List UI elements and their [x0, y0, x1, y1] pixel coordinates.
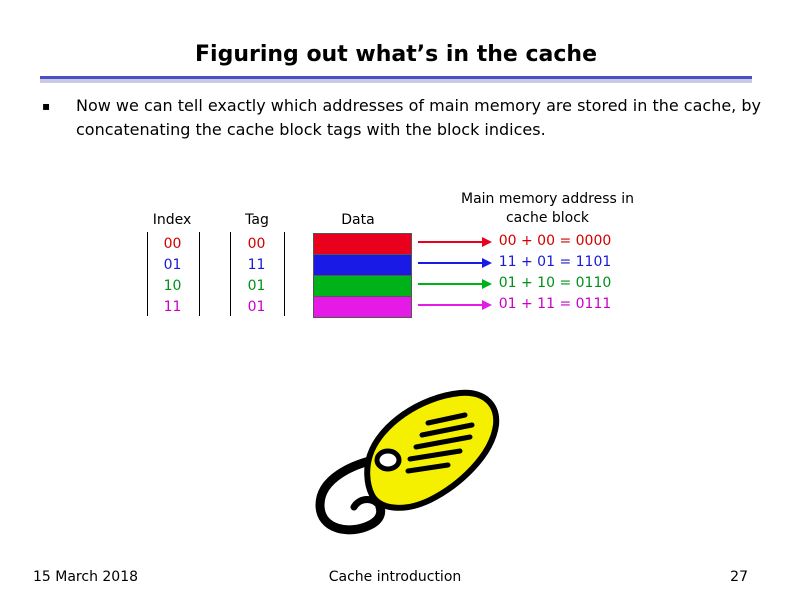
index-cell: 00 — [163, 236, 182, 252]
tag-cell: 01 — [247, 299, 266, 315]
page-number: 27 — [730, 569, 748, 585]
index-header: Index — [152, 212, 192, 228]
footer-topic: Cache introduction — [328, 569, 462, 585]
tag-header: Tag — [245, 212, 269, 228]
index-cell: 11 — [163, 299, 182, 315]
memory-address: 01 + 10 = 0110 — [498, 275, 612, 291]
memory-header: Main memory address in cache block — [460, 191, 635, 226]
index-cell: 10 — [163, 278, 182, 294]
title-divider — [40, 76, 752, 83]
memory-address: 01 + 11 = 0111 — [498, 296, 612, 312]
index-column-frame — [147, 232, 200, 316]
bullet-text: Now we can tell exactly which addresses … — [76, 96, 761, 139]
data-block — [313, 296, 412, 318]
memory-address: 11 + 01 = 1101 — [498, 254, 612, 270]
footer-date: 15 March 2018 — [33, 569, 139, 585]
tag-cell: 00 — [247, 236, 266, 252]
bullet-square-icon: ▪ — [42, 99, 51, 113]
index-cell: 01 — [163, 257, 182, 273]
tag-column-frame — [230, 232, 285, 316]
memory-address: 00 + 00 = 0000 — [498, 233, 612, 249]
slide-title: Figuring out what’s in the cache — [195, 42, 597, 67]
tag-cell: 11 — [247, 257, 266, 273]
tag-cell: 01 — [247, 278, 266, 294]
data-header: Data — [341, 212, 375, 228]
luggage-tag-icon — [315, 389, 500, 535]
